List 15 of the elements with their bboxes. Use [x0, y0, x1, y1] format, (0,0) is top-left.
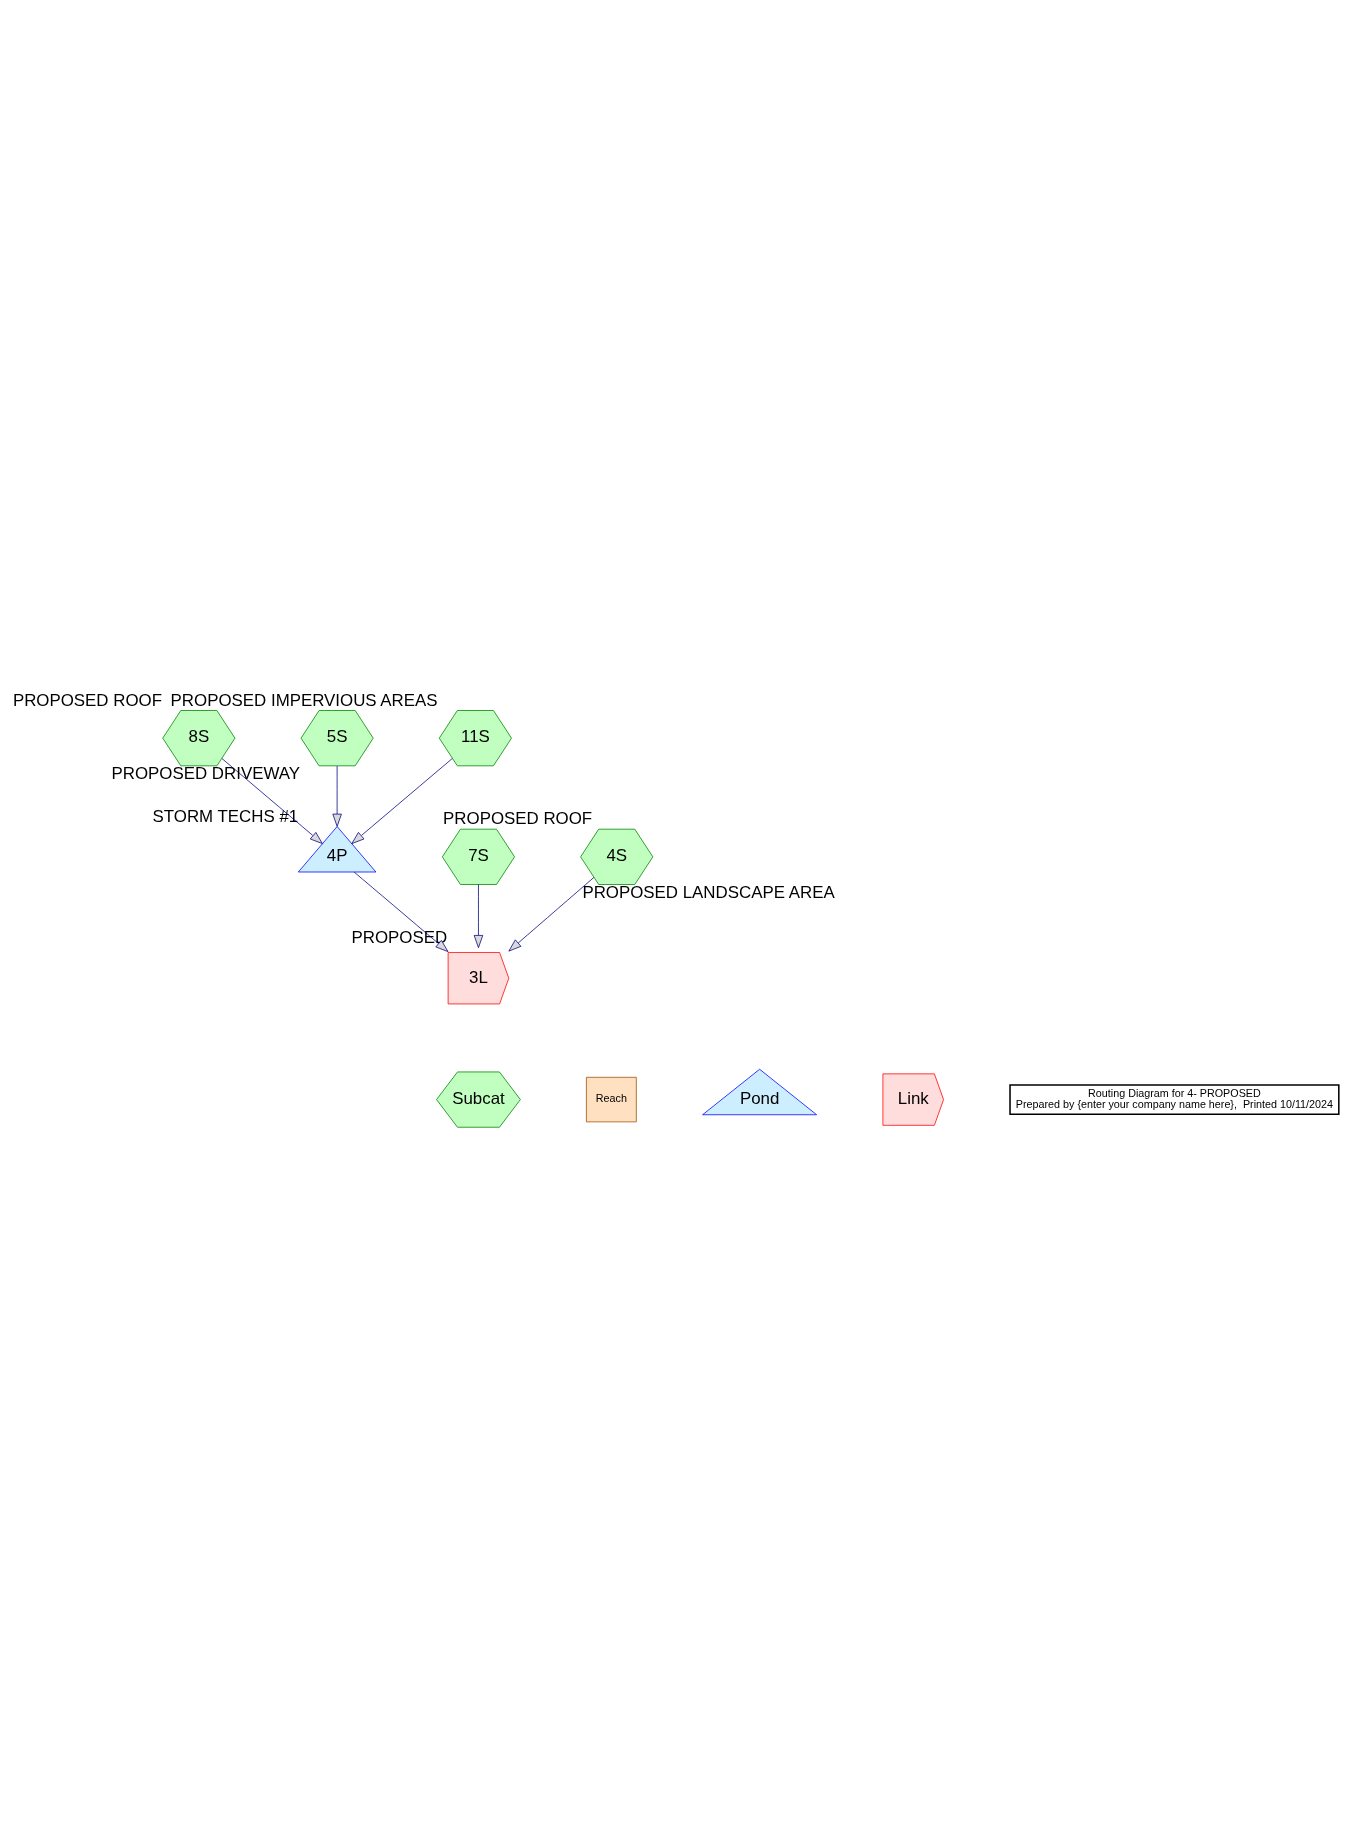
node-label: PROPOSED IMPERVIOUS AREAS: [170, 690, 438, 710]
node-label: PROPOSED LANDSCAPE AREA: [582, 883, 835, 903]
arrow: [351, 758, 453, 844]
node-label: PROPOSED ROOF: [443, 809, 593, 829]
node-box: Routing Diagram for 4- PROPOSED Prepared by {enter your company name here}, Printed 10/11/2024: [1009, 1084, 1340, 1115]
arrow: [332, 765, 342, 827]
node-label: PROPOSED DRIVEWAY: [111, 764, 300, 784]
arrow: [221, 758, 323, 844]
arrow: [508, 877, 595, 952]
node-label: PROPOSED ROOF: [12, 690, 163, 710]
node-box: Reach: [586, 1076, 637, 1123]
arrow: [353, 871, 449, 952]
node-label: PROPOSED: [351, 927, 448, 947]
arrow: [473, 884, 484, 949]
node-label: STORM TECHS #1: [152, 806, 299, 826]
